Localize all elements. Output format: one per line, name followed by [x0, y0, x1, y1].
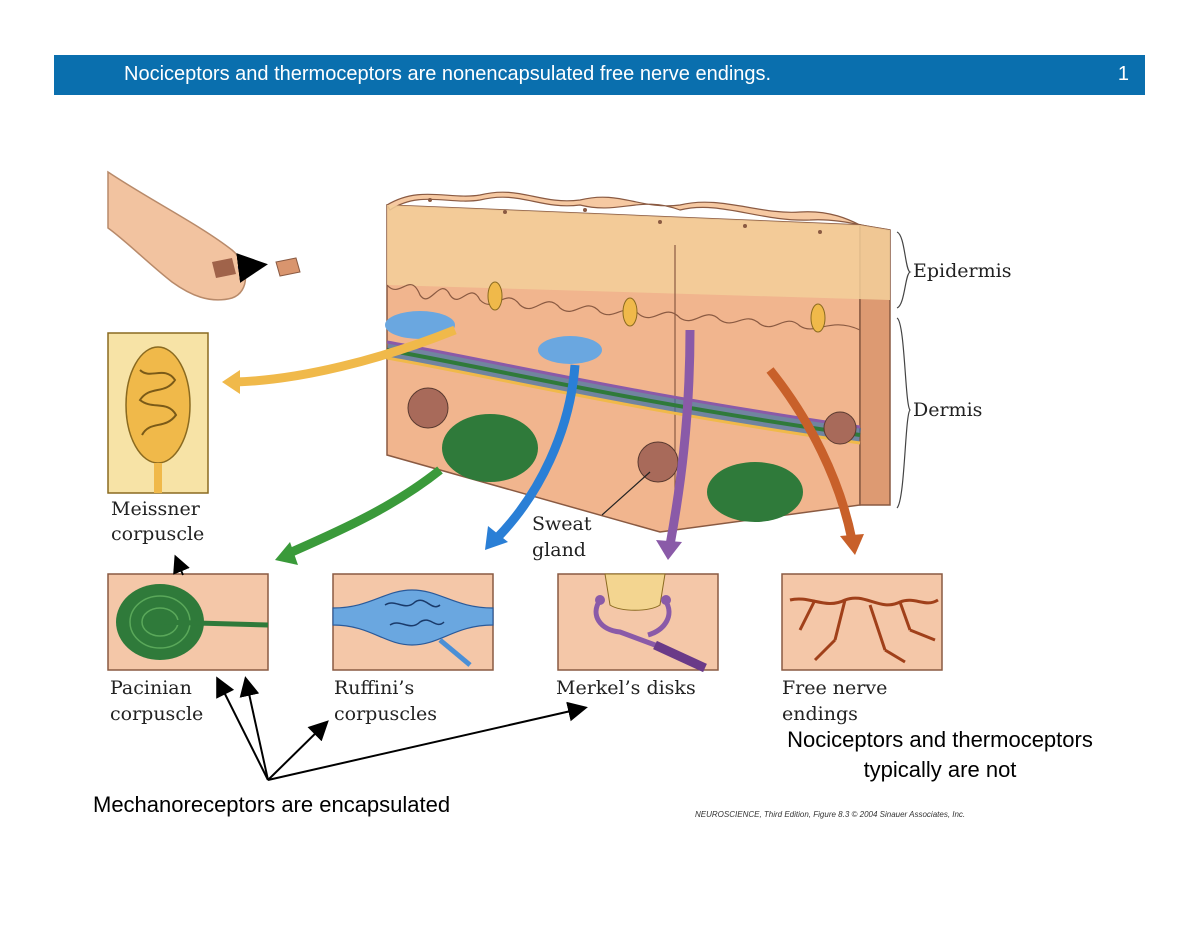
- label-epidermis: Epidermis: [913, 260, 1011, 282]
- slide-title: Nociceptors and thermoceptors are nonenc…: [124, 63, 772, 85]
- annotation-nociceptors-line2: typically are not: [864, 757, 1017, 782]
- title-bar: Nociceptors and thermoceptors are nonenc…: [54, 55, 1145, 95]
- finger-illustration: [107, 170, 301, 301]
- label-free-line2: endings: [782, 703, 858, 725]
- mechano-arrow-merkel: [267, 701, 588, 781]
- label-ruffini-line2: corpuscles: [334, 703, 437, 725]
- page-number: 1: [1117, 63, 1129, 85]
- label-dermis: Dermis: [913, 399, 982, 421]
- label-meissner-line1: Meissner: [111, 498, 201, 520]
- ruffini-arrow: [491, 364, 580, 544]
- annotation-mechanoreceptors: Mechanoreceptors are encapsulated: [93, 792, 450, 817]
- figure-credit: NEUROSCIENCE, Third Edition, Figure 8.3 …: [695, 810, 965, 819]
- pacinian-arrow: [283, 466, 443, 560]
- annotation-nociceptors-line1: Nociceptors and thermoceptors: [787, 727, 1093, 752]
- meissner-in-skin-3: [810, 303, 826, 333]
- merkel-arrowhead: [656, 540, 682, 560]
- label-sweat-line1: Sweat: [532, 513, 592, 535]
- merkel-arrow: [665, 329, 695, 546]
- label-free-line1: Free nerve: [782, 677, 887, 699]
- pacinian-arrowhead: [275, 542, 298, 565]
- sweat-gland-in-skin-2: [637, 441, 679, 483]
- ruffini-panel: [332, 573, 494, 671]
- label-ruffini-line1: Ruffini’s: [334, 677, 414, 699]
- mechano-arrow-ruffini: [267, 720, 329, 781]
- ruffini-arrowhead: [485, 526, 508, 550]
- free-nerve-arrowhead: [840, 534, 864, 555]
- sweat-gland-in-skin-3: [823, 411, 857, 445]
- meissner-arrowhead: [222, 370, 240, 394]
- label-sweat-line2: gland: [532, 539, 586, 561]
- mechano-arrow-pacinian-1: [216, 676, 269, 781]
- merkel-panel: [557, 573, 719, 673]
- free-nerve-arrow: [766, 367, 857, 541]
- mechano-arrow-pacinian-2: [239, 676, 269, 781]
- ruffini-in-skin-2: [538, 336, 602, 364]
- sweat-gland-in-skin: [407, 387, 449, 429]
- meissner-label-arrow: [173, 554, 190, 576]
- label-pacinian-line1: Pacinian: [110, 677, 192, 699]
- pacinian-in-skin: [442, 414, 538, 482]
- label-merkel: Merkel’s disks: [556, 677, 696, 699]
- epidermis-bracket: [896, 231, 912, 309]
- meissner-panel: [107, 332, 209, 494]
- meissner-arrow: [234, 325, 457, 387]
- pacinian-in-skin-2: [707, 462, 803, 522]
- label-pacinian-line2: corpuscle: [110, 703, 203, 725]
- pacinian-panel: [107, 573, 269, 671]
- free-nerve-panel: [781, 573, 943, 671]
- meissner-in-skin-2: [622, 297, 638, 327]
- sweat-gland-pointer: [601, 471, 651, 516]
- label-meissner-line2: corpuscle: [111, 523, 204, 545]
- dermis-bracket: [896, 317, 911, 509]
- meissner-in-skin: [487, 281, 503, 311]
